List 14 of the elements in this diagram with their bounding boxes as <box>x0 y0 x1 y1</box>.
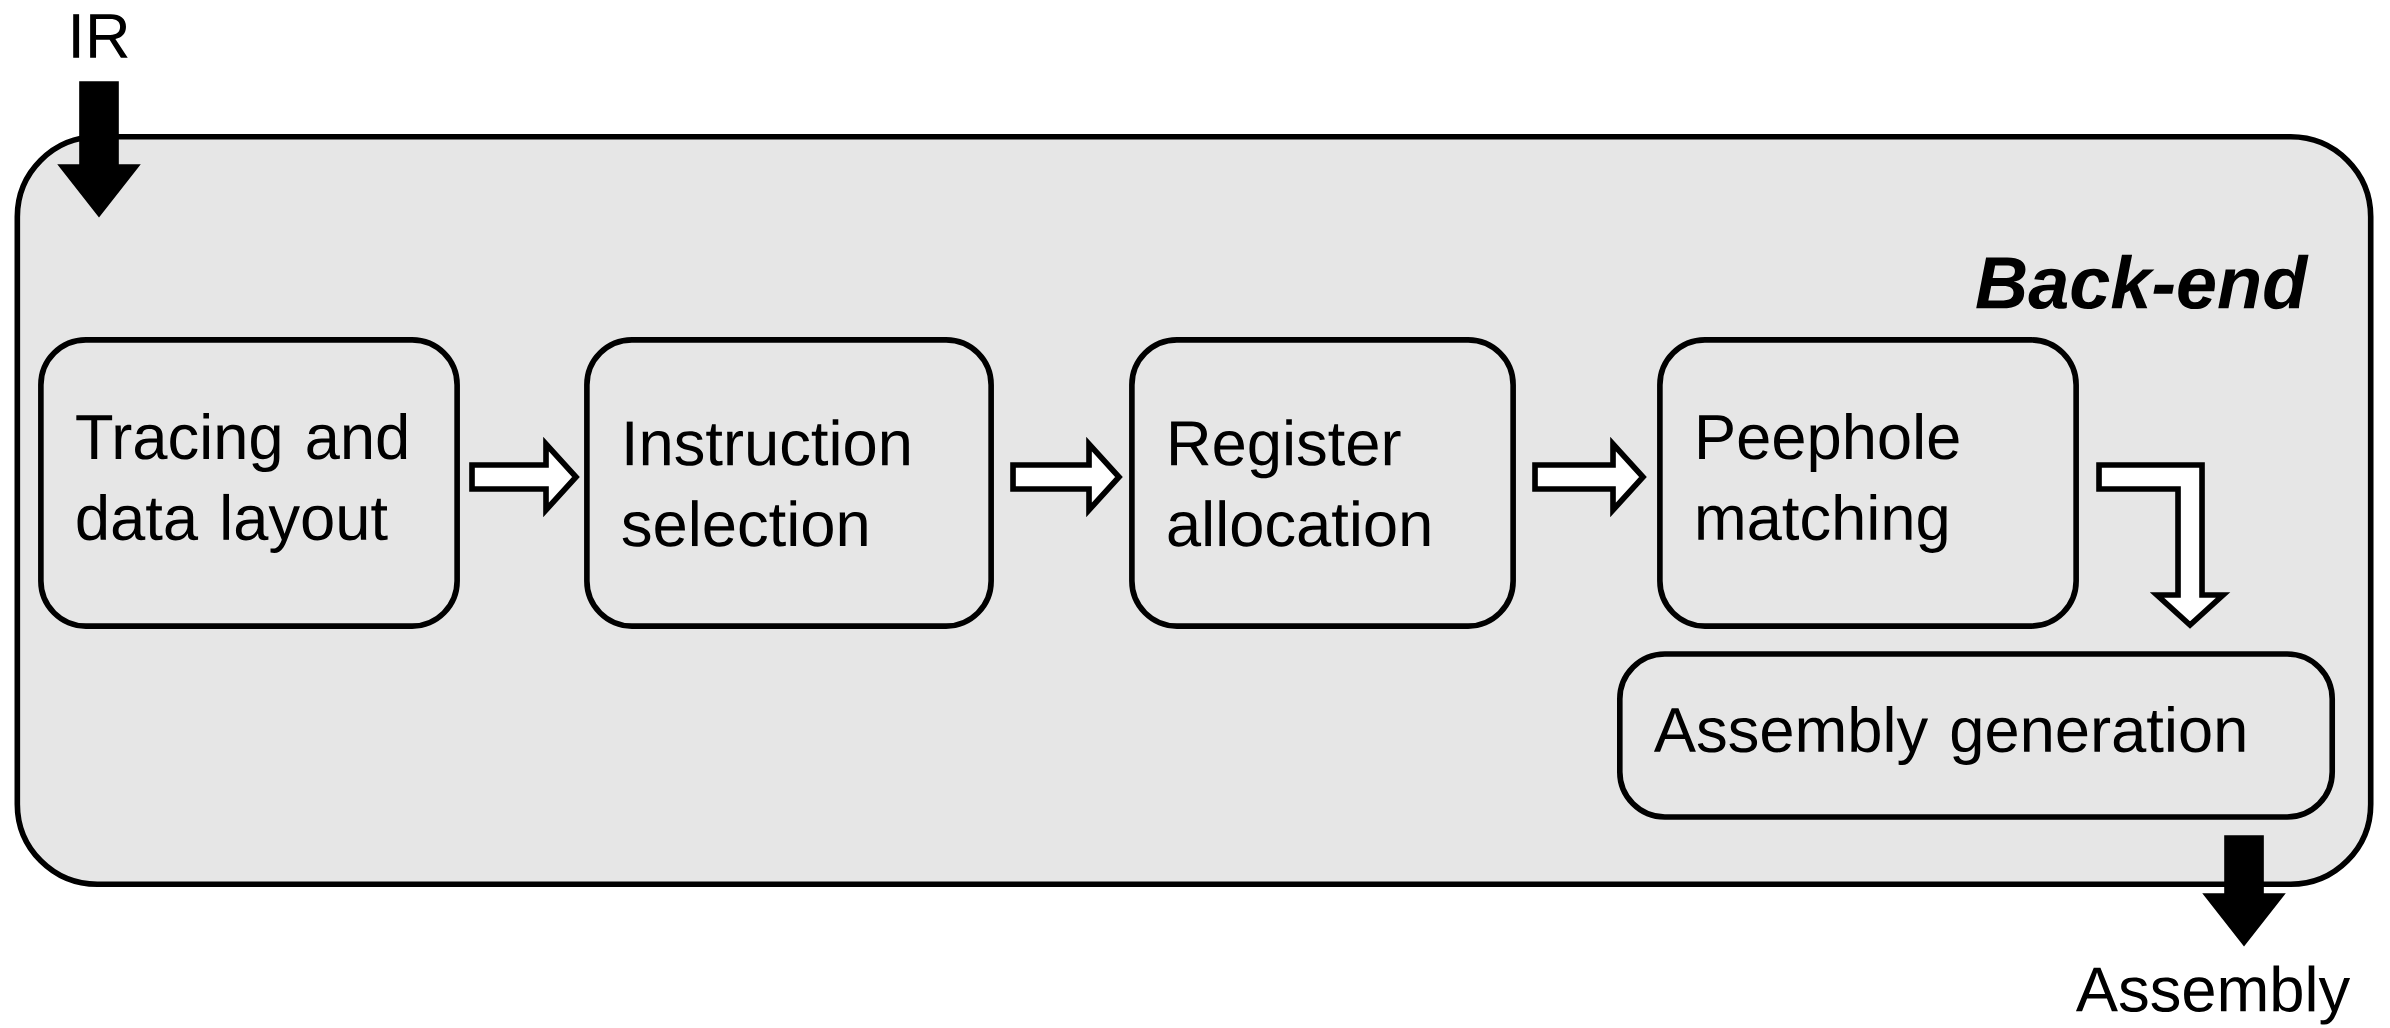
block-arrow <box>2202 835 2286 947</box>
block-arrow <box>1532 436 1647 518</box>
process-box: Register allocation <box>1129 337 1516 629</box>
process-box: Peephole matching <box>1657 337 2079 629</box>
block-arrow <box>2096 462 2231 629</box>
text-label: Assembly <box>2075 965 2351 1025</box>
process-box: Instruction selection <box>584 337 994 629</box>
container-title: Back-end <box>1976 254 2309 310</box>
block-arrow <box>1010 436 1123 518</box>
block-arrow <box>469 436 580 518</box>
process-box: Assembly generation <box>1617 651 2336 820</box>
text-label: IR <box>73 14 128 58</box>
process-box: Tracing and data layout <box>38 337 460 629</box>
block-arrow <box>57 81 141 218</box>
